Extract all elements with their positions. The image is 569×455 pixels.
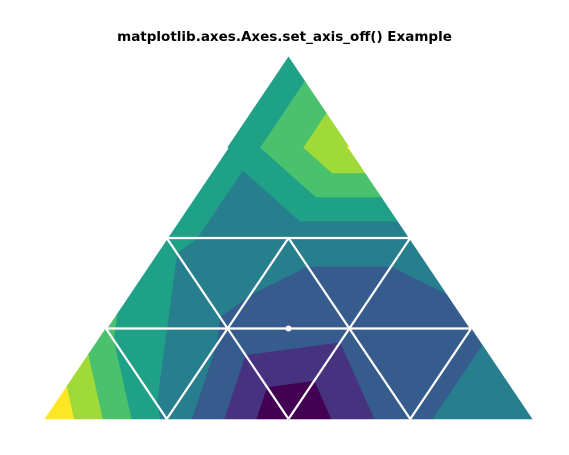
mesh-edge-line (104, 327, 168, 420)
mesh-edge-line (104, 237, 168, 330)
contour-band-3 (432, 344, 533, 420)
contour-band-4 (114, 237, 178, 329)
contour-band-3 (287, 237, 411, 267)
mesh-edge-line (165, 146, 229, 239)
figure-title: matplotlib.axes.Axes.set_axis_off() Exam… (117, 29, 452, 45)
mesh-edge-line (409, 327, 473, 420)
mesh-edge-line (287, 237, 412, 420)
contour-band-3 (287, 220, 411, 239)
contour-band-7 (44, 386, 75, 420)
mesh-center-point (285, 325, 292, 332)
mesh-edge-line (165, 237, 290, 420)
mesh-edge-line (348, 146, 412, 239)
mesh-edge-line (409, 237, 473, 330)
contour-band-7 (346, 145, 350, 148)
